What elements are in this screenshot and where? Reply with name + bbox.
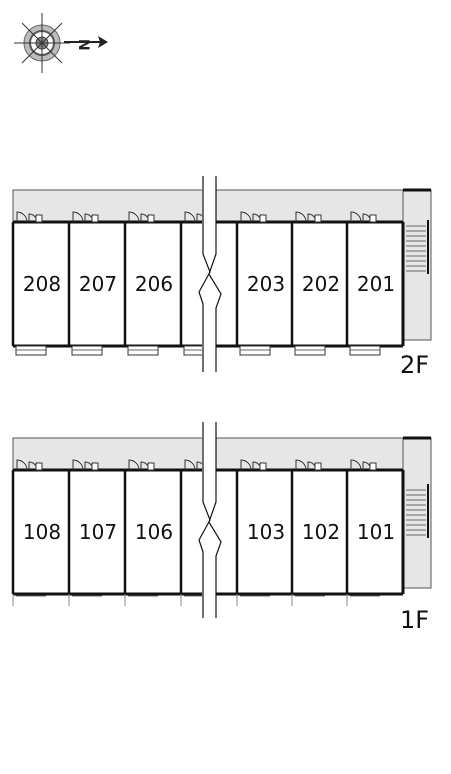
- door-swing: [16, 459, 28, 471]
- floor-label: 1F: [400, 606, 429, 634]
- room: 208: [11, 211, 61, 356]
- meter-box: [314, 462, 322, 471]
- meter-box: [35, 214, 43, 223]
- room: 103: [235, 459, 285, 606]
- break-line-left: [198, 176, 211, 372]
- room: 206: [123, 211, 173, 356]
- room-number: 102: [302, 520, 340, 544]
- meter-box: [259, 214, 267, 223]
- room-number: 201: [357, 272, 395, 296]
- room: 202: [290, 211, 340, 356]
- break-line-right: [208, 422, 222, 618]
- floor-2f: 208 207 206 203 202 201 2F: [11, 176, 432, 379]
- floor-1f: 108 107 106 103 102 101 1F: [11, 422, 432, 634]
- meter-box: [91, 214, 99, 223]
- meter-box: [314, 214, 322, 223]
- room-number: 208: [23, 272, 61, 296]
- compass-icon: N: [14, 13, 108, 73]
- meter-box: [369, 214, 377, 223]
- room: 101: [345, 459, 395, 606]
- room-number: 103: [247, 520, 285, 544]
- door-swing: [72, 459, 84, 471]
- floor-label: 2F: [400, 351, 429, 379]
- room-number: 207: [79, 272, 117, 296]
- meter-box: [147, 462, 155, 471]
- meter-box: [91, 462, 99, 471]
- room-number: 108: [23, 520, 61, 544]
- meter-box: [147, 214, 155, 223]
- room-number: 206: [135, 272, 173, 296]
- door-swing: [72, 211, 84, 223]
- room: 107: [67, 459, 117, 606]
- door-swing: [240, 459, 252, 471]
- stair-landing: [402, 189, 432, 341]
- break-gap: [202, 422, 216, 618]
- break-marker: [198, 422, 222, 618]
- compass-north-label: N: [75, 39, 91, 51]
- door-swing: [350, 459, 362, 471]
- floors-layer: 208 207 206 203 202 201 2F 108 107 106 103 102 101 1F: [11, 176, 432, 634]
- break-line-left: [198, 422, 211, 618]
- room: 201: [345, 211, 395, 356]
- door-swing: [184, 211, 196, 223]
- break-line-right: [208, 176, 222, 372]
- compass-needle-line: [21, 22, 63, 64]
- room-number: 101: [357, 520, 395, 544]
- room-number: 106: [135, 520, 173, 544]
- room: 203: [235, 211, 285, 356]
- meter-box: [259, 462, 267, 471]
- room: 108: [11, 459, 61, 606]
- room-number: 107: [79, 520, 117, 544]
- door-swing: [16, 211, 28, 223]
- room: 207: [67, 211, 117, 356]
- break-marker: [198, 176, 222, 372]
- door-swing: [128, 459, 140, 471]
- room: 106: [123, 459, 173, 606]
- stair-landing: [402, 437, 432, 589]
- door-swing: [350, 211, 362, 223]
- meter-box: [369, 462, 377, 471]
- door-swing: [295, 211, 307, 223]
- meter-box: [35, 462, 43, 471]
- door-swing: [295, 459, 307, 471]
- door-swing: [128, 211, 140, 223]
- room-number: 202: [302, 272, 340, 296]
- compass-north-arrow-head: [98, 36, 108, 48]
- room: 102: [290, 459, 340, 606]
- door-swing: [184, 459, 196, 471]
- door-swing: [240, 211, 252, 223]
- room-number: 203: [247, 272, 285, 296]
